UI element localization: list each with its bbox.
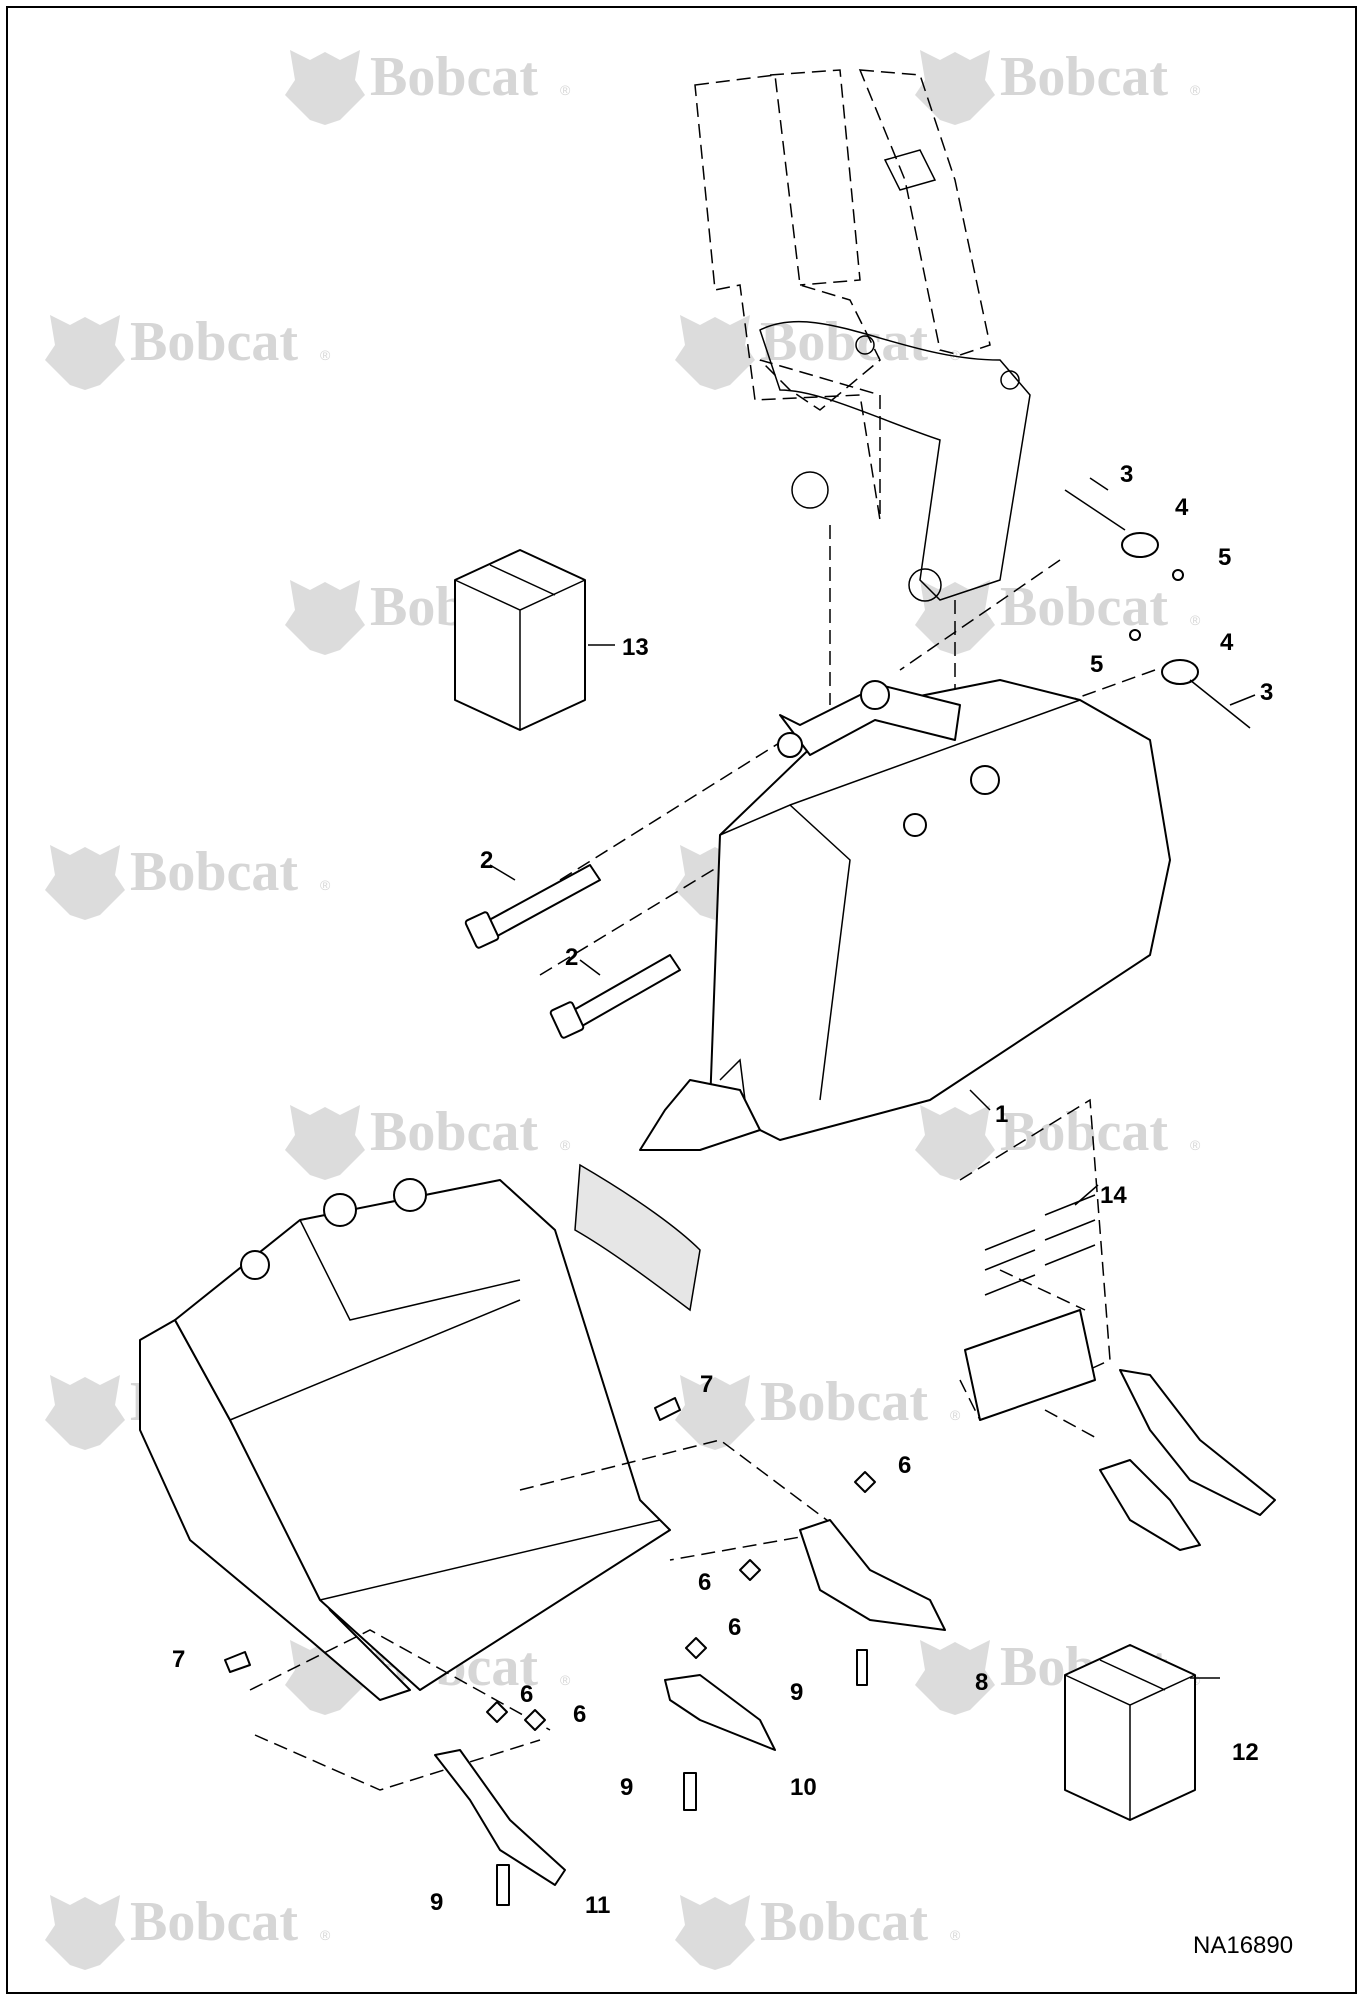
bobcat-watermark-text: Bobcat: [130, 311, 298, 373]
shims: [984, 1194, 1096, 1296]
callout-6: 6: [698, 1569, 711, 1596]
callout-5: 5: [1090, 651, 1103, 678]
registered-mark: ®: [950, 1927, 961, 1943]
side-tooth-b: [1099, 1459, 1201, 1551]
tooth-10: [664, 1674, 776, 1751]
callout-11: 11: [585, 1892, 610, 1919]
pins: [464, 864, 681, 1039]
bobcat-watermark-text: Bobcat: [1000, 46, 1168, 108]
callout-6: 6: [573, 1701, 586, 1728]
reference-code: NA16890: [1193, 1932, 1293, 1959]
registered-mark: ®: [320, 1927, 331, 1943]
bobcat-logo-watermark: [285, 50, 365, 125]
callout-2: 2: [480, 847, 493, 874]
tooth-outlines: [249, 1098, 1111, 1791]
registered-mark: ®: [560, 82, 571, 98]
registered-mark: ®: [560, 1137, 571, 1153]
callout-6: 6: [898, 1452, 911, 1479]
registered-mark: ®: [560, 1672, 571, 1688]
kit-box-12: [1064, 1644, 1196, 1821]
tooth-11: [434, 1749, 566, 1886]
bobcat-watermark-text: Bobcat: [130, 841, 298, 903]
callout-3: 3: [1120, 461, 1133, 488]
callout-1: 1: [995, 1101, 1008, 1128]
teeth-parts: [434, 1309, 1276, 1886]
registered-mark: ®: [320, 347, 331, 363]
bobcat-logo-watermark: [915, 1640, 995, 1715]
bobcat-watermark-text: Bobcat: [760, 311, 928, 373]
bobcat-watermark-text: Bobcat: [760, 1891, 928, 1953]
callout-3: 3: [1260, 679, 1273, 706]
bobcat-logo-watermark: [915, 50, 995, 125]
registered-mark: ®: [950, 1407, 961, 1423]
registered-mark: ®: [1190, 1137, 1201, 1153]
callout-7: 7: [700, 1371, 713, 1398]
bobcat-logo-watermark: [915, 580, 995, 655]
callout-12: 12: [1232, 1739, 1259, 1766]
bobcat-logo-watermark: [675, 315, 755, 390]
bobcat-logo-watermark: [45, 315, 125, 390]
bobcat-logo-watermark: [915, 1105, 995, 1180]
bobcat-watermark-text: Bobcat: [130, 1891, 298, 1953]
bobcat-logo-watermark: [675, 1895, 755, 1970]
bobcat-watermark-text: Bobcat: [370, 46, 538, 108]
kit-box-13: [454, 549, 586, 731]
bobcat-watermark-text: Bobcat: [1000, 1101, 1168, 1163]
callout-6: 6: [728, 1614, 741, 1641]
callout-2: 2: [565, 944, 578, 971]
callout-4: 4: [1220, 629, 1234, 656]
side-cutter: [964, 1309, 1096, 1421]
tooth-8: [799, 1519, 946, 1631]
bucket-lower: [139, 1178, 671, 1701]
boom-arm: [694, 69, 1031, 602]
registered-mark: ®: [1190, 82, 1201, 98]
bobcat-logo-watermark: [45, 1895, 125, 1970]
bobcat-logo-watermark: [45, 1375, 125, 1450]
leader-lines: [489, 477, 1256, 1679]
registered-mark: ®: [950, 347, 961, 363]
callout-6: 6: [520, 1681, 533, 1708]
bobcat-watermark-text: Bobcat: [370, 1101, 538, 1163]
callout-14: 14: [1100, 1182, 1127, 1209]
callout-10: 10: [790, 1774, 817, 1801]
callout-9: 9: [620, 1774, 633, 1801]
bobcat-watermark-text: Bobcat: [760, 1371, 928, 1433]
side-tooth-a: [1119, 1369, 1276, 1516]
bobcat-watermark-text: Bobcat: [1000, 576, 1168, 638]
registered-mark: ®: [320, 877, 331, 893]
callout-5: 5: [1218, 544, 1231, 571]
bobcat-logo-watermark: [675, 1375, 755, 1450]
registered-mark: ®: [1190, 612, 1201, 628]
callout-8: 8: [975, 1669, 988, 1696]
swoosh-arrow: [574, 1163, 701, 1312]
bobcat-logo-watermark: [45, 845, 125, 920]
callout-4: 4: [1175, 494, 1189, 521]
callout-9: 9: [790, 1679, 803, 1706]
hardware: [224, 489, 1251, 1906]
callout-9: 9: [430, 1889, 443, 1916]
bucket-main: [639, 679, 1171, 1151]
bobcat-logo-watermark: [285, 1105, 365, 1180]
callout-13: 13: [622, 634, 649, 661]
diagram-frame: [6, 6, 1357, 1994]
callout-7: 7: [172, 1646, 185, 1673]
bobcat-logo-watermark: [285, 580, 365, 655]
